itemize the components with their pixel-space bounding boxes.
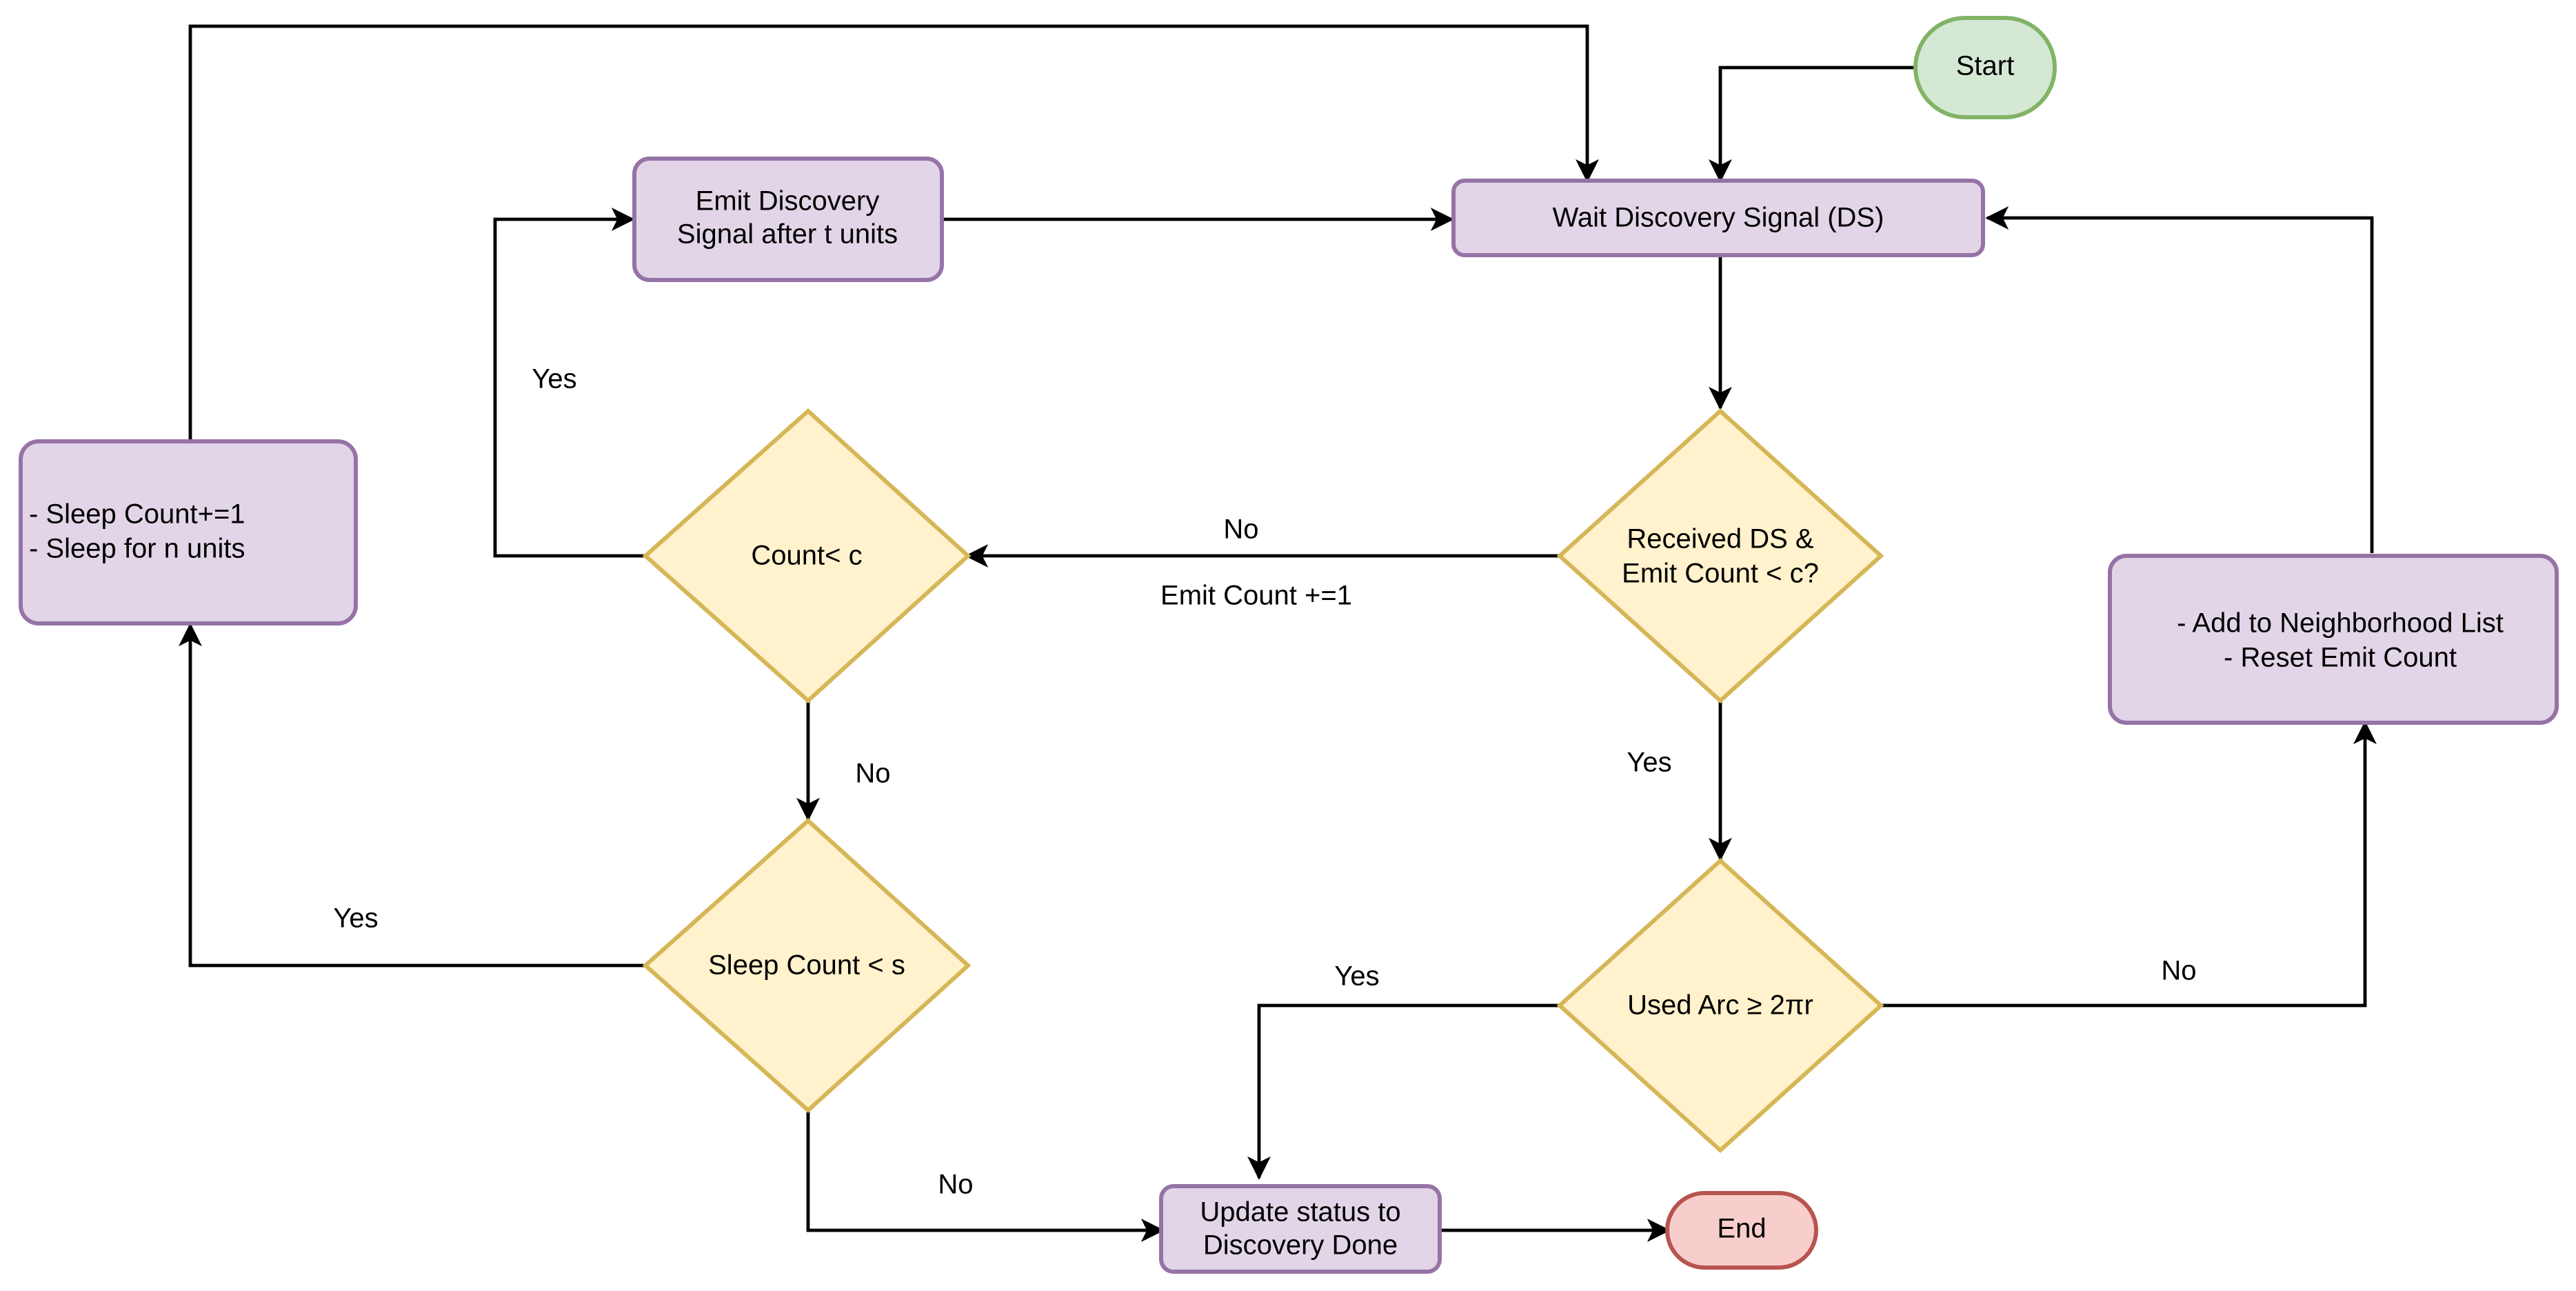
emit-discovery-signal-shape [632, 157, 944, 282]
edge-labels: No Emit Count +=1 Yes Yes No Yes No Yes … [333, 364, 2196, 1200]
end-node[interactable]: End [1665, 1191, 1818, 1270]
label-sleep-yes: Yes [333, 903, 378, 934]
used-arc-decision[interactable]: Used Arc ≥ 2πr [1556, 857, 1884, 1154]
edge-sleep-to-wait [188, 24, 1599, 440]
count-lt-c-decision[interactable]: Count< c [642, 408, 972, 704]
sleep-line-1: - Sleep Count+=1 [29, 499, 245, 530]
sleep-shape [19, 439, 358, 626]
label-arc-yes: Yes [1334, 961, 1379, 992]
used-arc-shape [1556, 857, 1884, 1154]
received-ds-line-2: Emit Count < c? [1622, 559, 1819, 589]
label-received-yes: Yes [1627, 748, 1671, 778]
start-node[interactable]: Start [1913, 16, 2057, 119]
start-shape [1913, 16, 2057, 119]
count-lt-c-label: Count< c [751, 541, 862, 571]
edge-sleepcount-to-sleep [179, 623, 645, 968]
sleep-count-lt-s-decision[interactable]: Sleep Count < s [642, 817, 972, 1114]
start-label: Start [1956, 51, 2014, 81]
add-neighborhood-line-2: - Reset Emit Count [2224, 643, 2457, 673]
label-arc-no: No [2161, 956, 2196, 986]
count-lt-c-shape [642, 408, 972, 704]
label-received-no: No [1223, 514, 1258, 545]
update-status-line-2: Discovery Done [1203, 1230, 1398, 1261]
label-count-no: No [855, 759, 890, 789]
sleep-count-lt-s-label: Sleep Count < s [708, 950, 905, 981]
edge-sleepcount-to-update [806, 1112, 1165, 1242]
edge-arc-to-update [1247, 1003, 1560, 1180]
received-ds-decision[interactable]: Received DS & Emit Count < c? [1556, 408, 1884, 704]
update-status-node[interactable]: Update status to Discovery Done [1159, 1184, 1442, 1274]
sleep-node[interactable]: - Sleep Count+=1 - Sleep for n units [19, 439, 358, 626]
edge-start-to-wait [1709, 66, 1915, 183]
label-emit-count-increment: Emit Count +=1 [1160, 581, 1352, 611]
add-neighborhood-shape [2108, 554, 2559, 725]
edge-neighbor-to-wait [1985, 206, 2374, 553]
sleep-line-2: - Sleep for n units [29, 534, 245, 564]
label-sleep-no: No [938, 1170, 973, 1200]
add-neighborhood-line-1: - Add to Neighborhood List [2177, 608, 2504, 639]
edge-arc-to-neighbor [1881, 721, 2377, 1008]
emit-discovery-signal-line-1: Emit Discovery [696, 186, 880, 217]
emit-discovery-signal-line-2: Signal after t units [677, 219, 898, 250]
used-arc-label: Used Arc ≥ 2πr [1627, 990, 1813, 1021]
end-label: End [1717, 1214, 1766, 1244]
edges [179, 24, 2377, 1242]
label-count-yes: Yes [532, 364, 576, 394]
received-ds-line-1: Received DS & [1627, 524, 1814, 554]
emit-discovery-signal-node[interactable]: Emit Discovery Signal after t units [632, 157, 944, 282]
sleep-count-lt-s-shape [642, 817, 972, 1114]
edge-count-to-emit [493, 208, 645, 558]
update-status-line-1: Update status to [1200, 1197, 1400, 1228]
add-neighborhood-node[interactable]: - Add to Neighborhood List - Reset Emit … [2108, 554, 2559, 725]
wait-discovery-signal-node[interactable]: Wait Discovery Signal (DS) [1451, 179, 1985, 257]
wait-discovery-signal-label: Wait Discovery Signal (DS) [1553, 203, 1884, 233]
update-status-shape [1159, 1184, 1442, 1274]
end-shape [1665, 1191, 1818, 1270]
received-ds-shape [1556, 408, 1884, 704]
wait-discovery-signal-shape [1451, 179, 1985, 257]
